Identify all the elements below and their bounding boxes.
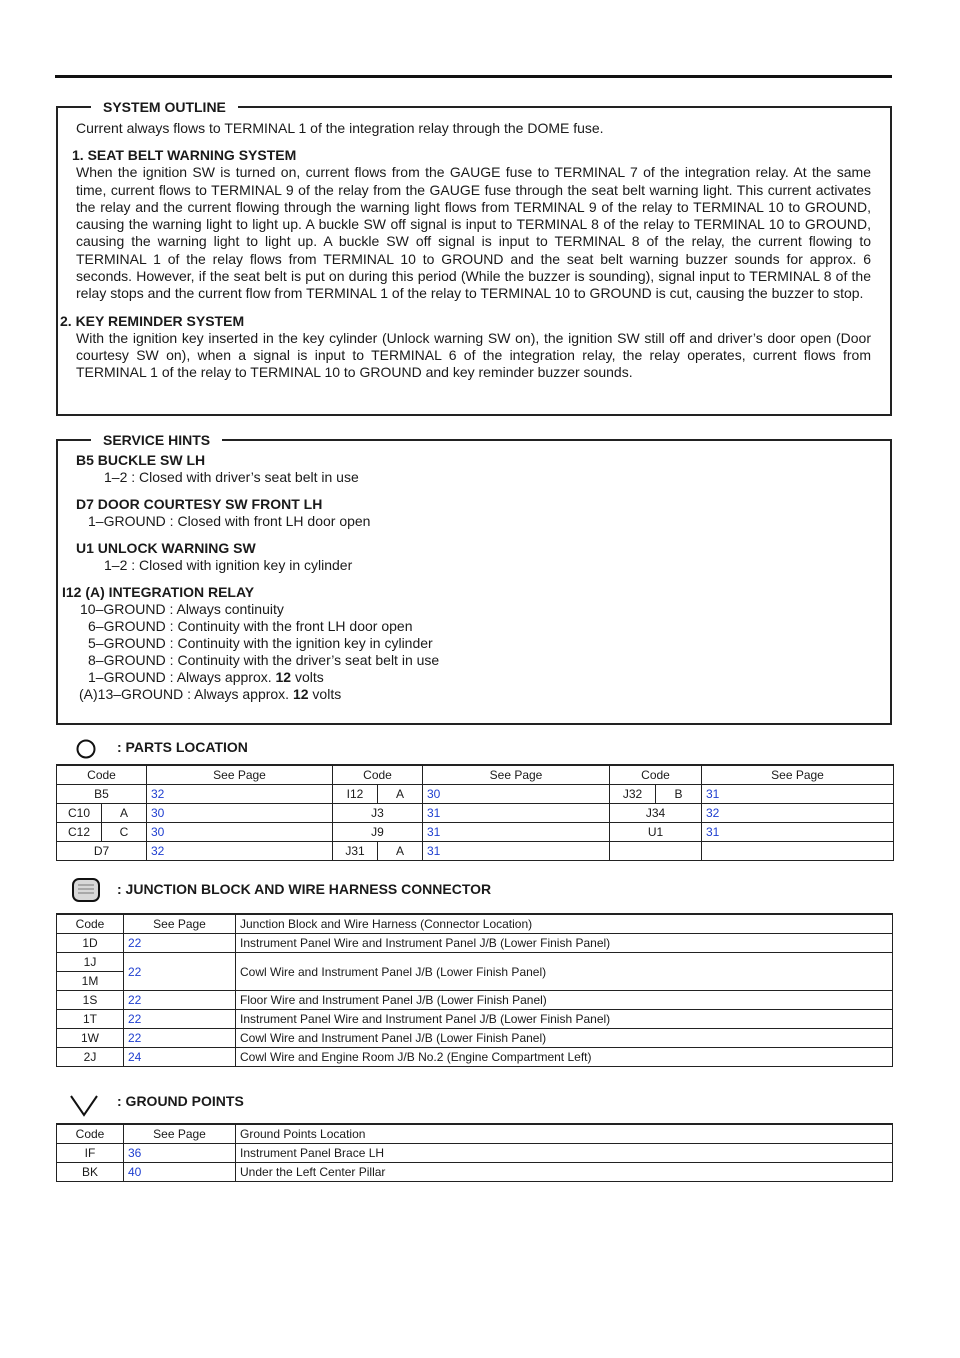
table-row: 1W 22 Cowl Wire and Instrument Panel J/B… xyxy=(56,1028,893,1048)
parts-location-circle-icon xyxy=(76,739,96,759)
seat-belt-body: When the ignition SW is turned on, curre… xyxy=(76,164,871,302)
table-row: C10 A 30 J3 31 J34 32 xyxy=(56,803,894,823)
page-link[interactable]: 22 xyxy=(123,990,236,1010)
table-row: B5 32 I12 A 30 J32 B 31 xyxy=(56,784,894,804)
hint-d7-title: D7 DOOR COURTESY SW FRONT LH xyxy=(76,496,323,512)
hint-i12-line-2: 6–GROUND : Continuity with the front LH … xyxy=(88,618,413,634)
system-outline-box: SYSTEM OUTLINE Current always flows to T… xyxy=(56,96,892,416)
junction-table: Code See Page Junction Block and Wire Ha… xyxy=(56,913,893,1067)
table-row: BK 40 Under the Left Center Pillar xyxy=(56,1162,893,1182)
page-link[interactable]: 31 xyxy=(422,803,610,823)
system-outline-title: SYSTEM OUTLINE xyxy=(91,96,238,118)
page-link[interactable]: 40 xyxy=(123,1162,236,1182)
table-row: 1D 22 Instrument Panel Wire and Instrume… xyxy=(56,933,893,953)
page-link[interactable]: 30 xyxy=(146,803,333,823)
hint-d7-line: 1–GROUND : Closed with front LH door ope… xyxy=(88,513,371,529)
key-reminder-body: With the ignition key inserted in the ke… xyxy=(76,329,871,381)
hint-i12-line-4: 8–GROUND : Continuity with the driver’s … xyxy=(88,652,440,668)
page-link[interactable]: 24 xyxy=(123,1047,236,1067)
service-hints-title: SERVICE HINTS xyxy=(91,429,223,451)
hint-i12-title: I12 (A) INTEGRATION RELAY xyxy=(62,584,255,600)
page-link[interactable]: 30 xyxy=(146,822,333,842)
page-link[interactable]: 31 xyxy=(422,822,610,842)
parts-location-table: Code See Page Code See Page Code See Pag… xyxy=(56,764,894,861)
ground-point-icon xyxy=(70,1095,98,1117)
table-row: D7 32 J31 A 31 xyxy=(56,841,894,861)
hint-i12-line-1: 10–GROUND : Always continuity xyxy=(80,601,284,617)
hint-u1-title: U1 UNLOCK WARNING SW xyxy=(76,540,256,556)
outline-intro: Current always flows to TERMINAL 1 of th… xyxy=(76,120,604,136)
table-header-row: Code See Page Junction Block and Wire Ha… xyxy=(56,913,893,934)
table-header-row: Code See Page Code See Page Code See Pag… xyxy=(56,764,894,785)
hint-i12-line-6: (A)13–GROUND : Always approx. 12 volts xyxy=(79,686,342,702)
table-row: 1J 22 Cowl Wire and Instrument Panel J/B… xyxy=(56,952,893,991)
page-link[interactable]: 32 xyxy=(146,784,333,804)
hint-b5-title: B5 BUCKLE SW LH xyxy=(76,452,206,468)
service-hints-box: SERVICE HINTS B5 BUCKLE SW LH 1–2 : Clos… xyxy=(56,429,892,725)
table-header-row: Code See Page Ground Points Location xyxy=(56,1123,893,1144)
parts-location-title: : PARTS LOCATION xyxy=(117,739,248,755)
page-link[interactable]: 22 xyxy=(123,1009,236,1029)
ground-title: : GROUND POINTS xyxy=(117,1093,244,1109)
page-link[interactable]: 22 xyxy=(123,933,236,953)
table-row: 2J 24 Cowl Wire and Engine Room J/B No.2… xyxy=(56,1047,893,1067)
page-link[interactable]: 32 xyxy=(701,803,894,823)
page-link[interactable]: 36 xyxy=(123,1143,236,1163)
junction-title: : JUNCTION BLOCK AND WIRE HARNESS CONNEC… xyxy=(117,881,492,897)
ground-table: Code See Page Ground Points Location IF … xyxy=(56,1123,893,1182)
table-row: C12 C 30 J9 31 U1 31 xyxy=(56,822,894,842)
hint-i12-line-3: 5–GROUND : Continuity with the ignition … xyxy=(88,635,433,651)
page-link[interactable]: 22 xyxy=(123,1028,236,1048)
page-link[interactable]: 30 xyxy=(422,784,610,804)
seat-belt-heading: 1. SEAT BELT WARNING SYSTEM xyxy=(72,147,297,164)
page-link[interactable]: 31 xyxy=(422,841,610,861)
table-row: 1T 22 Instrument Panel Wire and Instrume… xyxy=(56,1009,893,1029)
page-link[interactable]: 22 xyxy=(123,952,236,991)
table-row: IF 36 Instrument Panel Brace LH xyxy=(56,1143,893,1163)
connector-icon xyxy=(72,878,100,902)
top-rule xyxy=(55,75,892,78)
hint-b5-line: 1–2 : Closed with driver’s seat belt in … xyxy=(104,469,359,485)
key-reminder-heading: 2. KEY REMINDER SYSTEM xyxy=(60,312,245,329)
page-link[interactable]: 31 xyxy=(701,822,894,842)
table-row: 1S 22 Floor Wire and Instrument Panel J/… xyxy=(56,990,893,1010)
hint-i12-line-5: 1–GROUND : Always approx. 12 volts xyxy=(88,669,324,685)
page-link[interactable]: 32 xyxy=(146,841,333,861)
page-link[interactable]: 31 xyxy=(701,784,894,804)
hint-u1-line: 1–2 : Closed with ignition key in cylind… xyxy=(104,557,353,573)
